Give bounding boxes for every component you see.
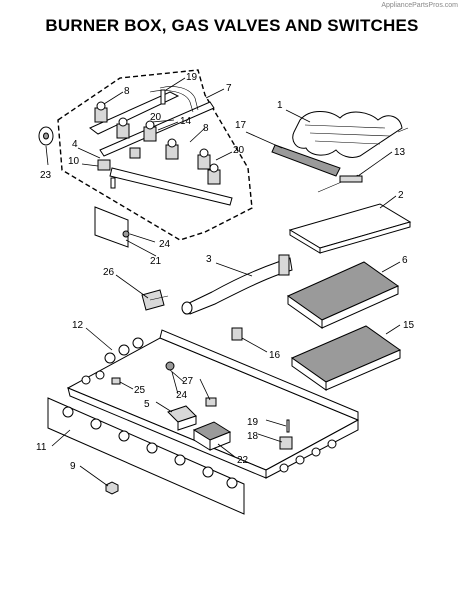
callout-19b: 19 (247, 417, 259, 428)
callout-20b: 20 (233, 145, 245, 156)
callout-24b: 24 (176, 390, 188, 401)
bracket-part (279, 436, 293, 450)
callout-2: 2 (398, 190, 404, 201)
callout-26: 26 (103, 267, 115, 278)
callout-1: 1 (277, 100, 283, 111)
front-panel-part (47, 397, 245, 515)
callout-labels: 19 8 7 14 20 8 20 4 10 23 24 21 1 17 13 … (36, 72, 415, 472)
callout-14: 14 (180, 116, 192, 127)
callout-21: 21 (150, 256, 162, 267)
switch-part-2 (129, 147, 141, 159)
callout-8b: 8 (203, 123, 209, 134)
gas-tube-part (184, 257, 293, 315)
callout-18: 18 (247, 431, 259, 442)
callout-20a: 20 (150, 112, 162, 123)
watermark: AppliancePartsPros.com (381, 2, 458, 9)
nut-part (105, 481, 119, 495)
callout-5: 5 (144, 399, 150, 410)
screw-24-part (122, 230, 130, 238)
bracket-panel-part (94, 206, 129, 248)
manifold-pipe (89, 86, 233, 206)
callout-27: 27 (182, 376, 194, 387)
callout-11: 11 (36, 442, 47, 453)
part-24b (165, 361, 175, 371)
valve-assembly-outline (57, 69, 253, 241)
callout-15: 15 (403, 320, 415, 331)
gas-valve-part (94, 101, 221, 185)
callout-12: 12 (72, 320, 84, 331)
callout-22: 22 (237, 455, 249, 466)
page-title: BURNER BOX, GAS VALVES AND SWITCHES (45, 16, 419, 35)
screw-part (110, 177, 116, 189)
leader-lines (45, 77, 401, 487)
callout-9: 9 (70, 461, 76, 472)
callout-10: 10 (68, 156, 80, 167)
screw-19a-part (160, 89, 166, 105)
callout-16: 16 (269, 350, 281, 361)
callout-19a: 19 (186, 72, 198, 83)
callout-17: 17 (235, 120, 247, 131)
part-27 (205, 397, 217, 407)
callout-8a: 8 (124, 86, 130, 97)
callout-3: 3 (206, 254, 212, 265)
callout-7: 7 (226, 83, 232, 94)
rail-part (271, 144, 341, 177)
callout-24a: 24 (159, 239, 171, 250)
screw-19b-part (286, 419, 290, 433)
fitting-part (231, 327, 243, 341)
callout-23: 23 (40, 170, 52, 181)
callout-13: 13 (394, 147, 406, 158)
heating-element-part (292, 111, 409, 158)
ignition-switch-part (141, 289, 165, 311)
callout-25: 25 (134, 385, 146, 396)
switch-part (97, 159, 111, 171)
callout-6: 6 (402, 255, 408, 266)
part-25 (111, 377, 121, 385)
callout-4: 4 (72, 139, 78, 150)
